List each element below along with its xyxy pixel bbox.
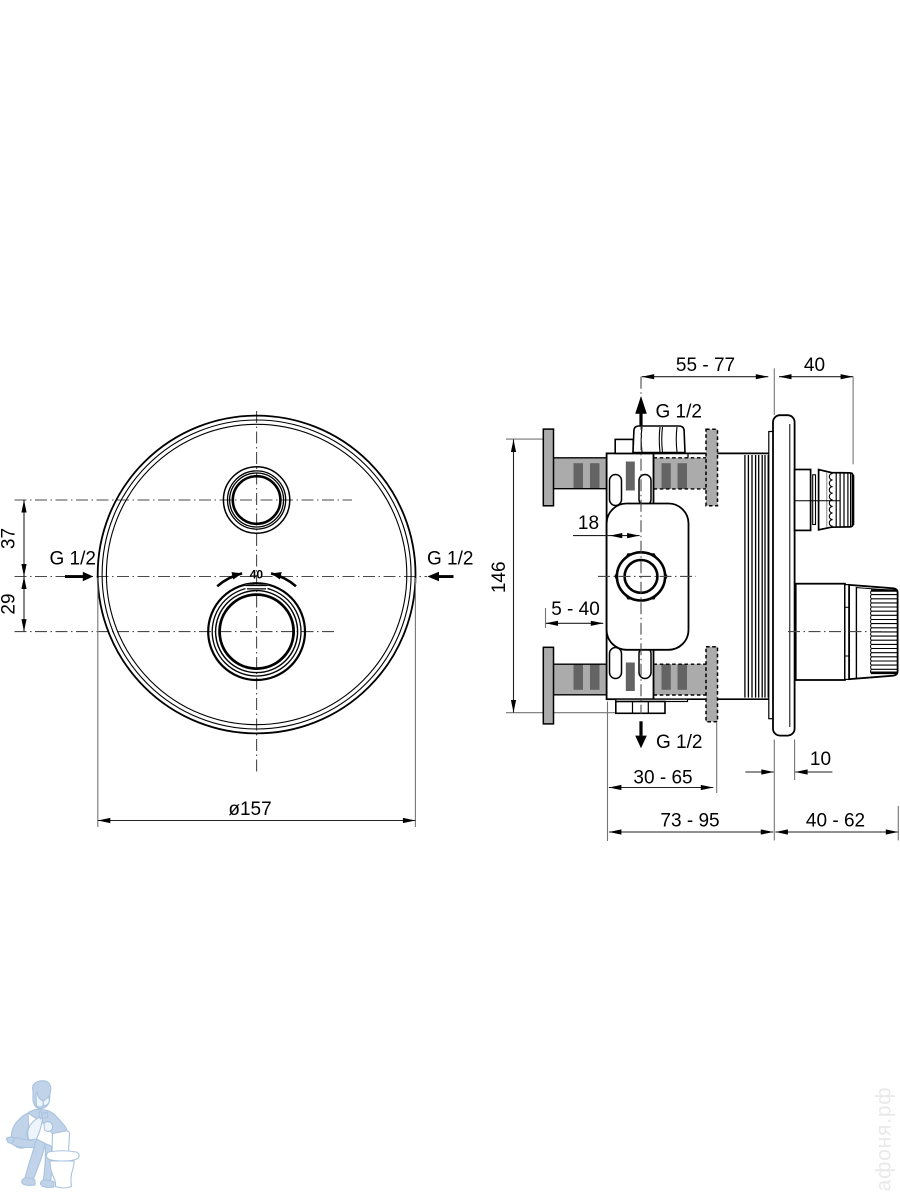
svg-text:37: 37 — [0, 528, 20, 549]
svg-text:афоня.рф: афоня.рф — [873, 1087, 896, 1192]
svg-text:5 - 40: 5 - 40 — [551, 599, 600, 620]
svg-text:G 1/2: G 1/2 — [427, 549, 473, 570]
svg-text:29: 29 — [0, 593, 20, 614]
svg-text:G 1/2: G 1/2 — [50, 549, 96, 570]
svg-text:G 1/2: G 1/2 — [656, 732, 702, 753]
svg-text:10: 10 — [810, 749, 831, 770]
svg-text:G 1/2: G 1/2 — [656, 402, 702, 423]
svg-text:55 - 77: 55 - 77 — [676, 355, 735, 376]
svg-text:40: 40 — [804, 355, 825, 376]
svg-text:73 - 95: 73 - 95 — [660, 811, 719, 832]
svg-text:18: 18 — [578, 513, 599, 534]
svg-text:30 - 65: 30 - 65 — [633, 767, 692, 788]
svg-text:146: 146 — [489, 561, 510, 593]
svg-text:ø157: ø157 — [228, 799, 271, 820]
svg-text:40: 40 — [250, 567, 264, 581]
svg-text:40 - 62: 40 - 62 — [806, 811, 865, 832]
